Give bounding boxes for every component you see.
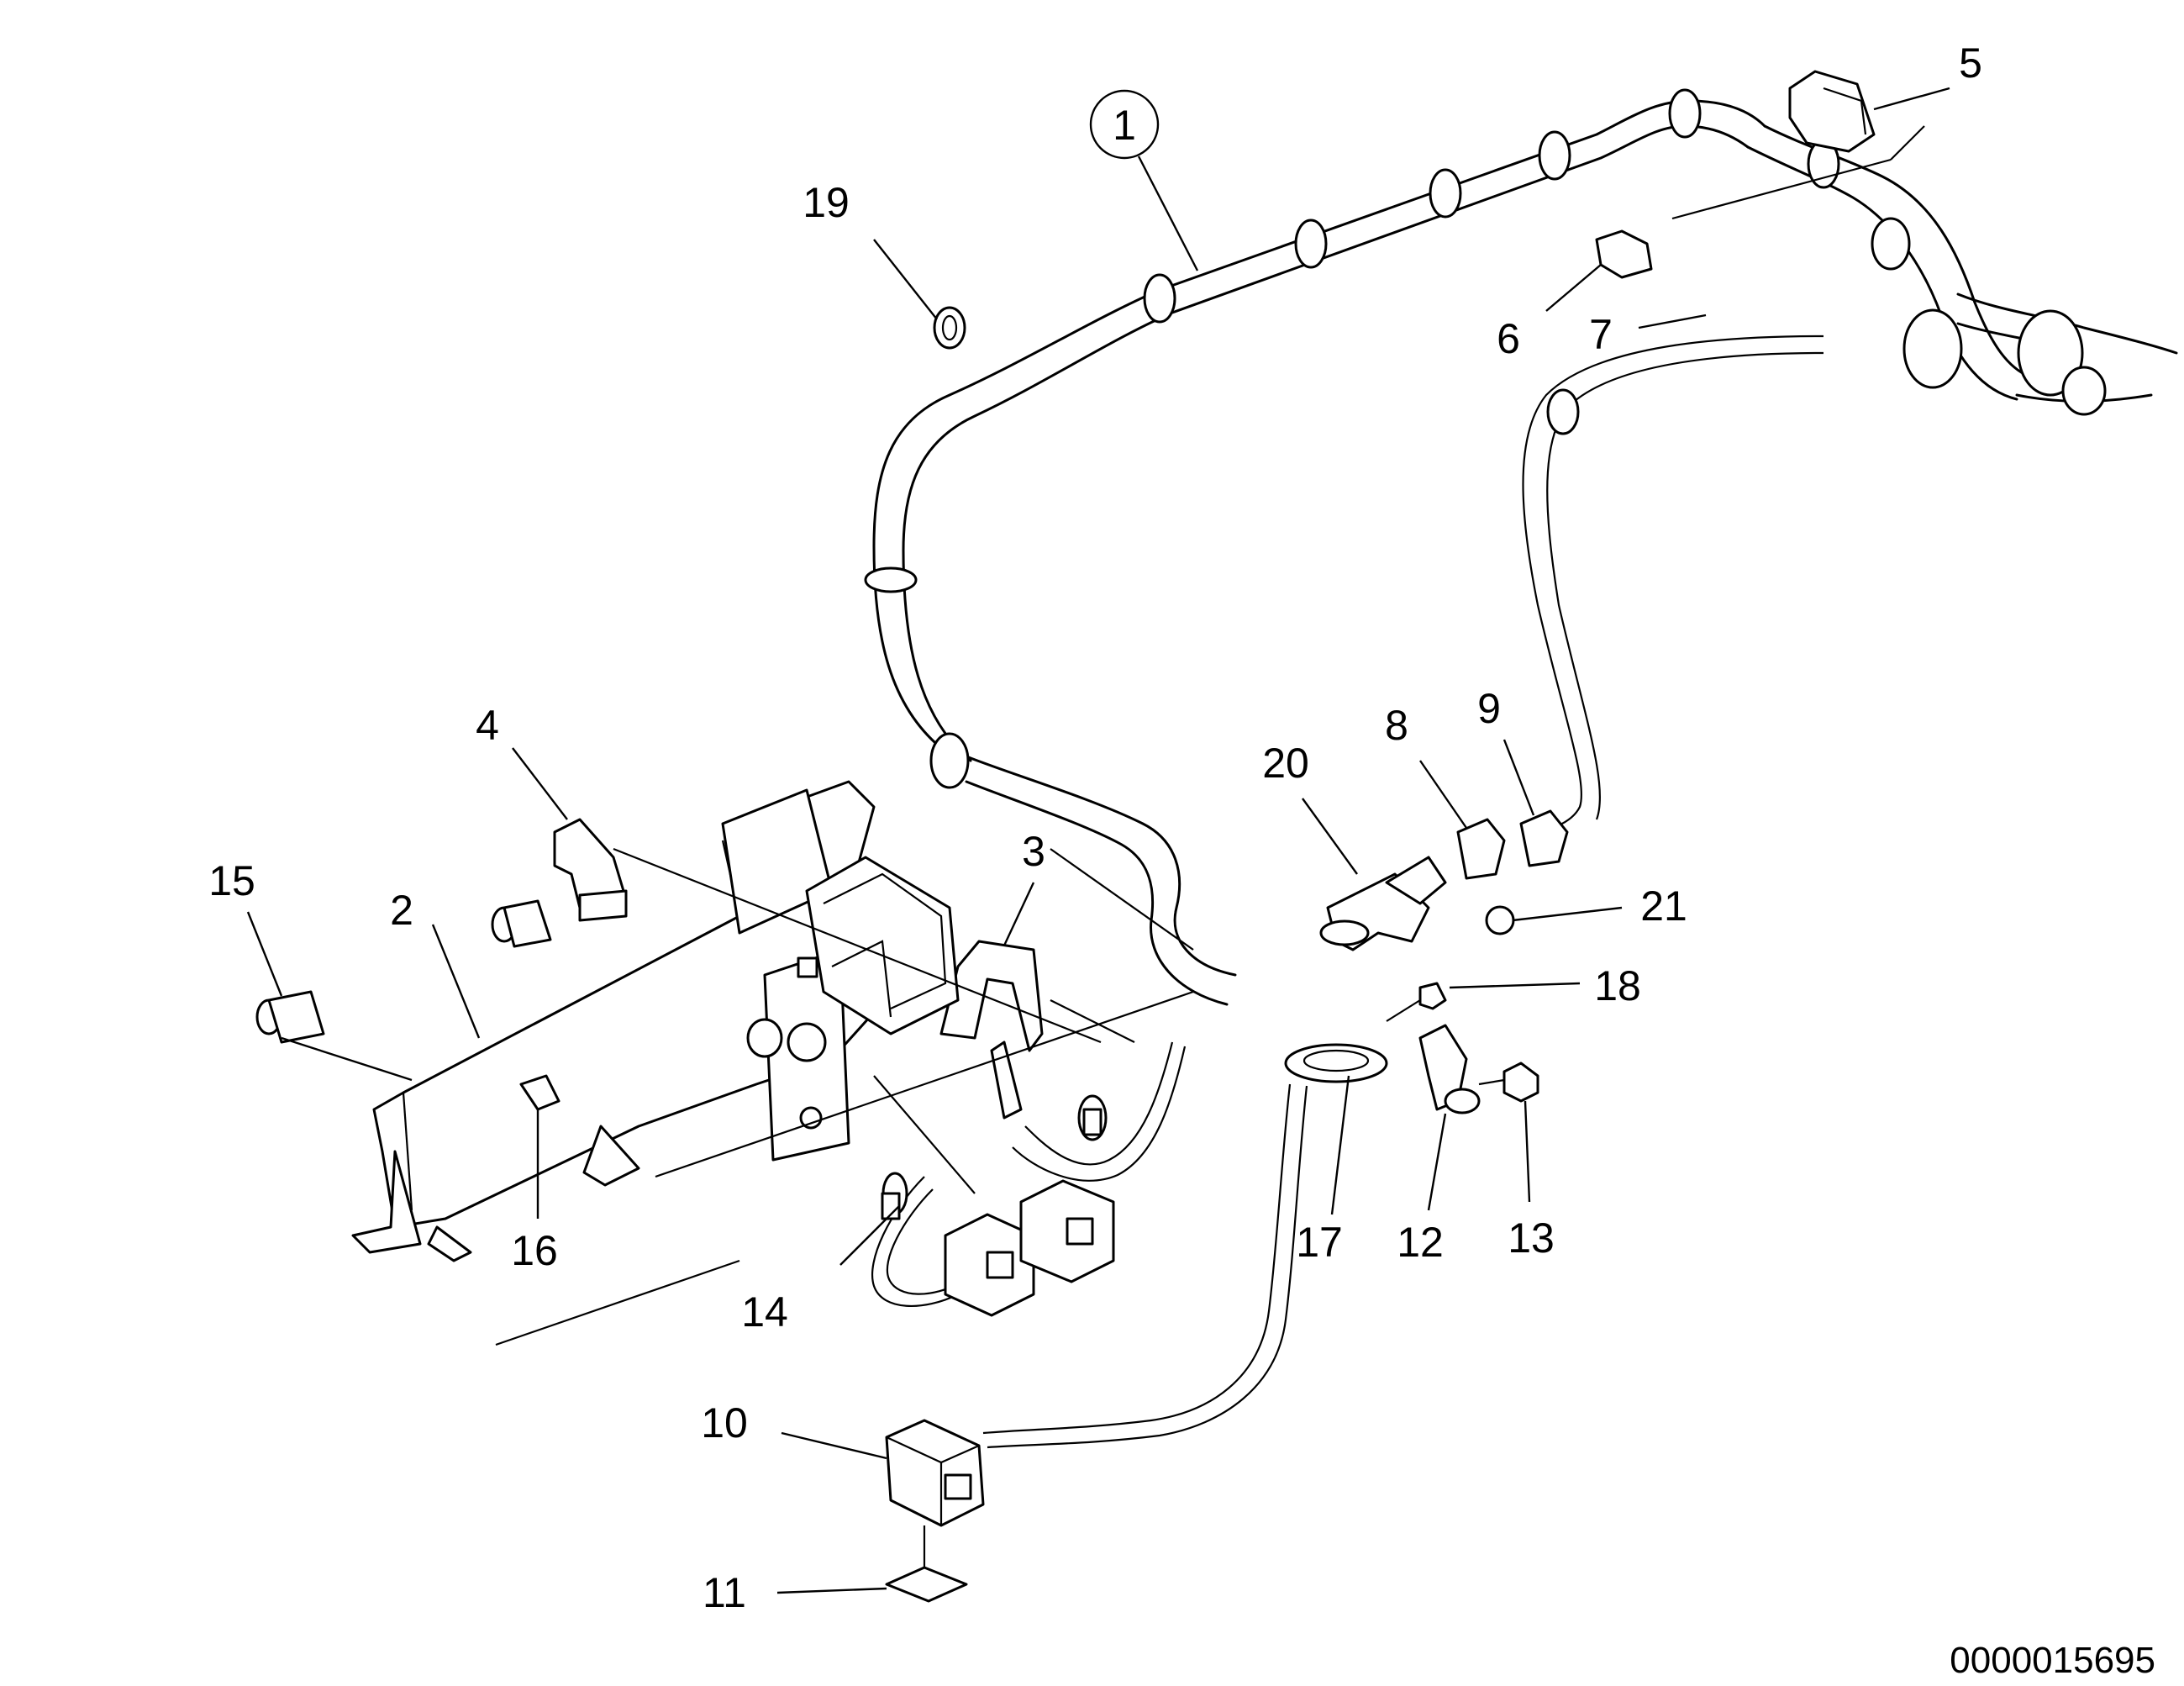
label-18: 18 xyxy=(1594,962,1641,1009)
connector-pair-14 xyxy=(881,1108,1115,1317)
cable-ties xyxy=(864,88,2107,1215)
sensor-20 xyxy=(1319,856,1447,951)
cap-21 xyxy=(1485,905,1515,935)
mounting-bracket xyxy=(351,780,909,1262)
connector-9 xyxy=(1519,809,1569,867)
rubber-mount-16 xyxy=(519,1074,560,1111)
label-13: 13 xyxy=(1508,1214,1555,1262)
label-12: 12 xyxy=(1397,1219,1444,1266)
label-21: 21 xyxy=(1640,883,1687,930)
label-11: 11 xyxy=(703,1569,746,1616)
clamp-bracket xyxy=(939,940,1044,1120)
connector-8 xyxy=(1456,818,1506,880)
grommet-17 xyxy=(1284,1043,1388,1083)
label-4: 4 xyxy=(476,702,499,749)
rubber-mount-mid xyxy=(746,1018,783,1058)
label-1: 1 xyxy=(1113,102,1136,149)
label-7: 7 xyxy=(1589,311,1613,358)
rubber-mount-15 xyxy=(255,990,325,1044)
bolt-13 xyxy=(1478,1062,1539,1103)
label-20: 20 xyxy=(1262,740,1309,787)
label-3: 3 xyxy=(1022,828,1045,875)
cable-clamp-19 xyxy=(933,306,966,350)
label-2: 2 xyxy=(390,887,413,934)
control-unit-connector xyxy=(805,856,960,1035)
label-14: 14 xyxy=(741,1288,788,1336)
label-10: 10 xyxy=(701,1399,748,1446)
solenoid-connector-10 xyxy=(885,1419,985,1572)
leader-lines xyxy=(246,87,1950,1594)
label-16: 16 xyxy=(511,1227,558,1274)
label-17: 17 xyxy=(1296,1219,1343,1266)
screw-18 xyxy=(1386,982,1447,1022)
label-6: 6 xyxy=(1497,315,1520,362)
extension-lines xyxy=(495,125,1925,1346)
label-19: 19 xyxy=(803,179,850,226)
clip-12 xyxy=(1418,1024,1481,1114)
drawing-number: 0000015695 xyxy=(1950,1640,2155,1681)
label-8: 8 xyxy=(1385,702,1408,749)
label-15: 15 xyxy=(208,857,255,904)
label-5: 5 xyxy=(1959,40,1982,87)
callout-labels: 1 2 3 4 5 6 7 8 9 10 11 12 13 14 15 16 1… xyxy=(208,40,2155,1681)
connector-4 xyxy=(553,818,628,922)
rubber-mount-upper xyxy=(491,899,552,948)
connector-5 xyxy=(1788,70,1876,153)
connector-6 xyxy=(1595,229,1653,279)
item-1-circle xyxy=(1089,89,1160,160)
label-9: 9 xyxy=(1477,685,1501,732)
gasket-11 xyxy=(885,1566,968,1603)
